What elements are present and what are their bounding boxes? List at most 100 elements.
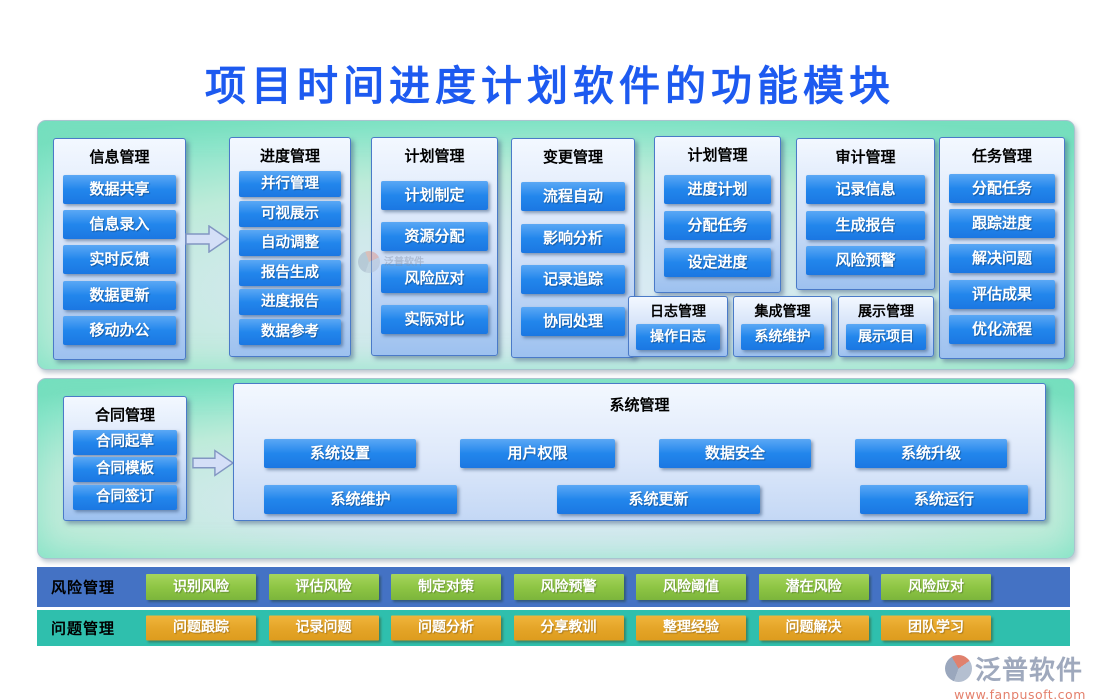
flow-arrow-icon (185, 225, 229, 253)
group-header: 计划管理 (404, 147, 465, 165)
risk-item: 评估风险 (268, 574, 379, 600)
module-item: 合同签订 (73, 484, 177, 510)
module-item: 数据参考 (239, 318, 341, 345)
group-items: 流程自动 影响分析 记录追踪 协同处理 (521, 169, 625, 349)
bar-items: 问题跟踪 记录问题 问题分析 分享教训 整理经验 问题解决 团队学习 (146, 615, 991, 641)
system-row-1: 系统设置 用户权限 数据安全 系统升级 (264, 439, 1007, 468)
group-items: 分配任务 跟踪进度 解决问题 评估成果 优化流程 (949, 168, 1055, 350)
module-item: 资源分配 (381, 222, 488, 252)
group-items: 记录信息 生成报告 风险预警 (806, 169, 925, 281)
group-header: 审计管理 (835, 148, 896, 166)
module-item: 优化流程 (949, 314, 1055, 344)
module-item: 分配任务 (949, 174, 1055, 204)
module-item: 移动办公 (63, 315, 176, 345)
module-group-task: 任务管理 分配任务 跟踪进度 解决问题 评估成果 优化流程 (939, 137, 1065, 359)
module-item: 报告生成 (239, 259, 341, 286)
module-item: 进度计划 (664, 174, 771, 204)
group-header: 合同管理 (94, 406, 155, 424)
group-header: 系统管理 (609, 396, 670, 414)
module-item: 评估成果 (949, 279, 1055, 309)
group-items: 计划制定 资源分配 风险应对 实际对比 (381, 168, 488, 347)
flow-arrow-icon (192, 449, 234, 477)
module-item: 系统维护 (741, 324, 824, 350)
group-items: 数据共享 信息录入 实时反馈 数据更新 移动办公 (63, 169, 176, 351)
module-group-plan: 计划管理 计划制定 资源分配 风险应对 实际对比 (371, 137, 498, 356)
issue-item: 团队学习 (881, 615, 991, 641)
group-items: 进度计划 分配任务 设定进度 (664, 167, 771, 284)
modules-panel-bottom: 合同管理 合同起草 合同模板 合同签订 系统管理 系统设置 用户权限 数据安全 … (37, 378, 1075, 559)
module-item: 系统运行 (860, 485, 1028, 514)
issue-management-bar: 问题管理 问题跟踪 记录问题 问题分析 分享教训 整理经验 问题解决 团队学习 (37, 610, 1070, 646)
module-item: 数据安全 (659, 439, 811, 468)
module-item: 解决问题 (949, 244, 1055, 274)
module-item: 实时反馈 (63, 245, 176, 275)
group-items: 系统维护 (741, 324, 824, 350)
system-row-2: 系统维护 系统更新 系统运行 (264, 485, 1028, 514)
module-item: 合同模板 (73, 457, 177, 482)
group-header: 变更管理 (542, 148, 603, 166)
module-item: 合同起草 (73, 429, 177, 455)
module-item: 记录追踪 (521, 265, 625, 295)
risk-item: 潜在风险 (758, 574, 869, 600)
brand-name: 泛普软件 (975, 656, 1084, 686)
bar-items: 识别风险 评估风险 制定对策 风险预警 风险阈值 潜在风险 风险应对 (146, 574, 991, 600)
issue-item: 问题分析 (391, 615, 501, 641)
module-group-display: 展示管理 展示项目 (838, 296, 934, 357)
fanpu-logo-icon (945, 655, 972, 682)
risk-item: 制定对策 (391, 574, 501, 600)
issue-item: 问题跟踪 (146, 615, 256, 641)
group-header: 计划管理 (687, 146, 748, 164)
module-group-progress: 进度管理 并行管理 可视展示 自动调整 报告生成 进度报告 数据参考 (229, 137, 351, 357)
module-item: 数据更新 (63, 280, 176, 310)
watermark-text: 泛普软件 (384, 256, 424, 268)
issue-item: 分享教训 (513, 615, 624, 641)
module-item: 进度报告 (239, 289, 341, 316)
module-item: 展示项目 (846, 324, 926, 350)
group-items: 合同起草 合同模板 合同签订 (73, 427, 177, 512)
module-item: 设定进度 (664, 247, 771, 277)
group-header: 任务管理 (971, 147, 1032, 165)
module-group-integration: 集成管理 系统维护 (733, 296, 832, 357)
group-header: 集成管理 (754, 304, 811, 320)
module-group-info: 信息管理 数据共享 信息录入 实时反馈 数据更新 移动办公 (53, 138, 186, 360)
module-item: 影响分析 (521, 223, 625, 253)
group-header: 展示管理 (858, 304, 914, 320)
issue-item: 记录问题 (268, 615, 379, 641)
risk-item: 风险应对 (881, 574, 991, 600)
module-group-plan2: 计划管理 进度计划 分配任务 设定进度 (654, 136, 781, 293)
module-item: 分配任务 (664, 211, 771, 240)
watermark-logo-icon (358, 251, 380, 273)
brand-footer: 泛普软件 www.fanpusoft.com (945, 650, 1095, 700)
module-item: 记录信息 (806, 175, 925, 205)
module-item: 可视展示 (239, 200, 341, 227)
module-group-log: 日志管理 操作日志 (628, 296, 728, 357)
brand-url: www.fanpusoft.com (954, 687, 1086, 700)
issue-item: 问题解决 (758, 615, 869, 641)
group-items: 并行管理 可视展示 自动调整 报告生成 进度报告 数据参考 (239, 168, 341, 348)
risk-item: 风险阈值 (636, 574, 746, 600)
module-group-contract: 合同管理 合同起草 合同模板 合同签订 (63, 396, 187, 521)
module-item: 信息录入 (63, 210, 176, 240)
bar-label: 问题管理 (51, 619, 116, 638)
module-item: 生成报告 (806, 210, 925, 240)
watermark: 泛普软件 (358, 251, 424, 273)
module-group-system: 系统管理 系统设置 用户权限 数据安全 系统升级 系统维护 系统更新 系统运行 (233, 383, 1046, 521)
group-items: 操作日志 (636, 324, 720, 350)
module-item: 风险应对 (381, 263, 488, 293)
module-item: 跟踪进度 (949, 209, 1055, 239)
module-item: 数据共享 (63, 175, 176, 205)
group-items: 展示项目 (846, 324, 926, 350)
module-item: 流程自动 (521, 181, 625, 211)
module-item: 系统维护 (264, 485, 457, 514)
module-group-change: 变更管理 流程自动 影响分析 记录追踪 协同处理 (511, 138, 635, 358)
bar-label: 风险管理 (51, 578, 116, 597)
group-header: 进度管理 (259, 147, 320, 165)
group-header: 日志管理 (650, 304, 706, 320)
modules-panel-top: 信息管理 数据共享 信息录入 实时反馈 数据更新 移动办公 进度管理 并行管理 … (37, 120, 1075, 370)
group-header: 信息管理 (89, 148, 150, 166)
module-item: 系统更新 (557, 485, 760, 514)
module-item: 系统设置 (264, 439, 416, 468)
module-item: 用户权限 (460, 439, 615, 468)
module-item: 系统升级 (855, 439, 1007, 468)
